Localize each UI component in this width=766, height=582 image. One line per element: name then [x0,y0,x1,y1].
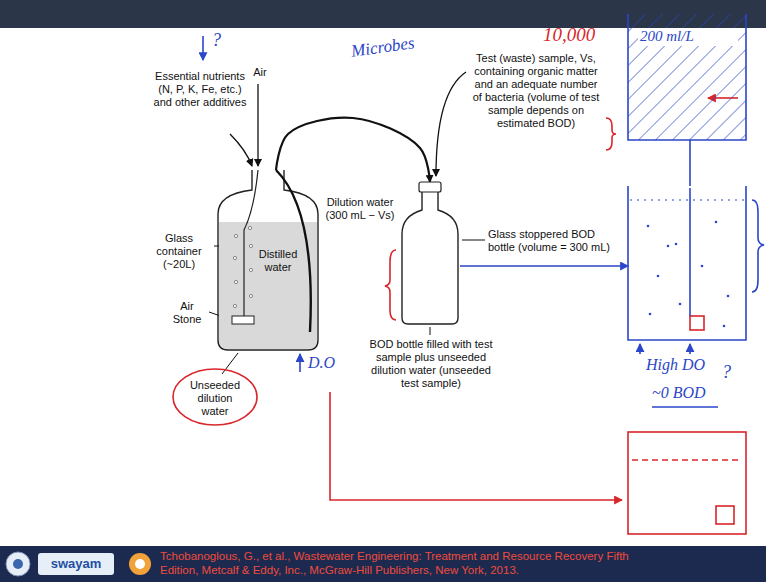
microbe-dot [649,313,652,316]
microbe-dot [679,303,682,306]
microbe-dot [657,275,660,278]
air-bubble [249,268,252,271]
blue-annotation [299,354,301,372]
air-bubble [234,280,237,283]
air-bubble [233,256,236,259]
air-bubble [234,234,237,237]
red-annotation [330,392,622,500]
hatching [628,14,746,140]
node-text: High DO [646,356,730,375]
dots-outline [628,186,746,340]
blue-annotation [639,344,641,354]
air-stone-label: Air Stone [166,300,208,326]
handwritten-number: 10,000 [543,24,615,46]
nutrient-label: Essential nutrients (N, P, K, Fe, etc.) … [152,70,248,109]
footer-bar [6,552,30,576]
arrow [230,134,252,166]
logo-text: swayam [40,556,112,571]
question-mark: ? [212,30,232,51]
footer-bar [0,546,766,582]
microbe-dot [647,225,650,228]
handwritten-note: Microbes [350,31,432,62]
red-annotation [173,98,746,534]
arrow [257,84,258,166]
red-annotation [385,250,396,320]
blue-annotation [689,344,691,354]
red-annotation [173,369,257,425]
arrow [230,72,466,176]
sample-label: Test (waste) sample, Vs, containing orga… [470,52,602,130]
microbe-dot [723,325,726,328]
citation: Tchobanoglous, G., et al., Wastewater En… [160,549,660,577]
node-text: Glass stoppered BOD bottle (volume = 300… [488,228,622,254]
connector [276,118,430,182]
microbe-dot [715,221,718,224]
dilution-water-label: Unseeded dilution water [186,379,244,418]
blue-annotation [752,200,764,292]
microbe-dot [701,265,704,268]
bod-bottle: Glass stoppered BOD bottle (volume = 300… [400,182,460,324]
bottle-wall [402,192,458,324]
leader-line [430,327,431,335]
glass-container: Distilled water [218,170,318,350]
hatched-box: 200 ml/L [628,14,746,140]
container-wall [218,170,318,350]
leader-line [462,240,485,241]
footer-bar [38,553,114,575]
box-outline [628,186,746,340]
air-stone [232,316,254,324]
bottle-caption: BOD bottle filled with test sample plus … [366,338,496,390]
connector [460,265,628,267]
air-bubble [249,244,252,247]
container-label: Glass container (~20L) [146,232,212,271]
red-annotation [690,316,704,330]
water-fill [219,222,317,349]
blue-annotation [689,188,691,316]
air-bubble [248,226,251,229]
connector [689,140,691,186]
air-tube [244,170,258,316]
air-label: Air [248,66,272,79]
question-mark: ? [722,362,742,383]
blue-annotation [202,36,204,60]
microbe-dot [667,245,670,248]
microbe-dot [675,243,678,246]
footer-bar [129,553,151,575]
footer-bar [135,559,145,569]
node-text: 200 ml/L [638,28,738,46]
stopper [419,182,441,192]
air-bubble [249,294,252,297]
red-annotation [628,432,746,534]
red-annotation [606,118,616,150]
footer-bar [13,559,23,569]
red-annotation [716,506,734,524]
bottle-outline [400,182,460,324]
box-outline [628,14,746,140]
air-bubble [233,304,236,307]
handwritten-note: D.O [308,354,348,373]
blue-annotation [652,406,718,408]
arrow [436,72,466,176]
connector-label: Dilution water (300 mL − Vs) [322,196,398,222]
handwritten-note: ~0 BOD [652,384,732,403]
sample-box: High DO [628,186,746,340]
node-text: Distilled water [254,248,302,274]
red-annotation [632,459,742,461]
water-line [630,200,744,201]
microbe-dot [727,295,730,298]
footer-bar [0,546,766,582]
